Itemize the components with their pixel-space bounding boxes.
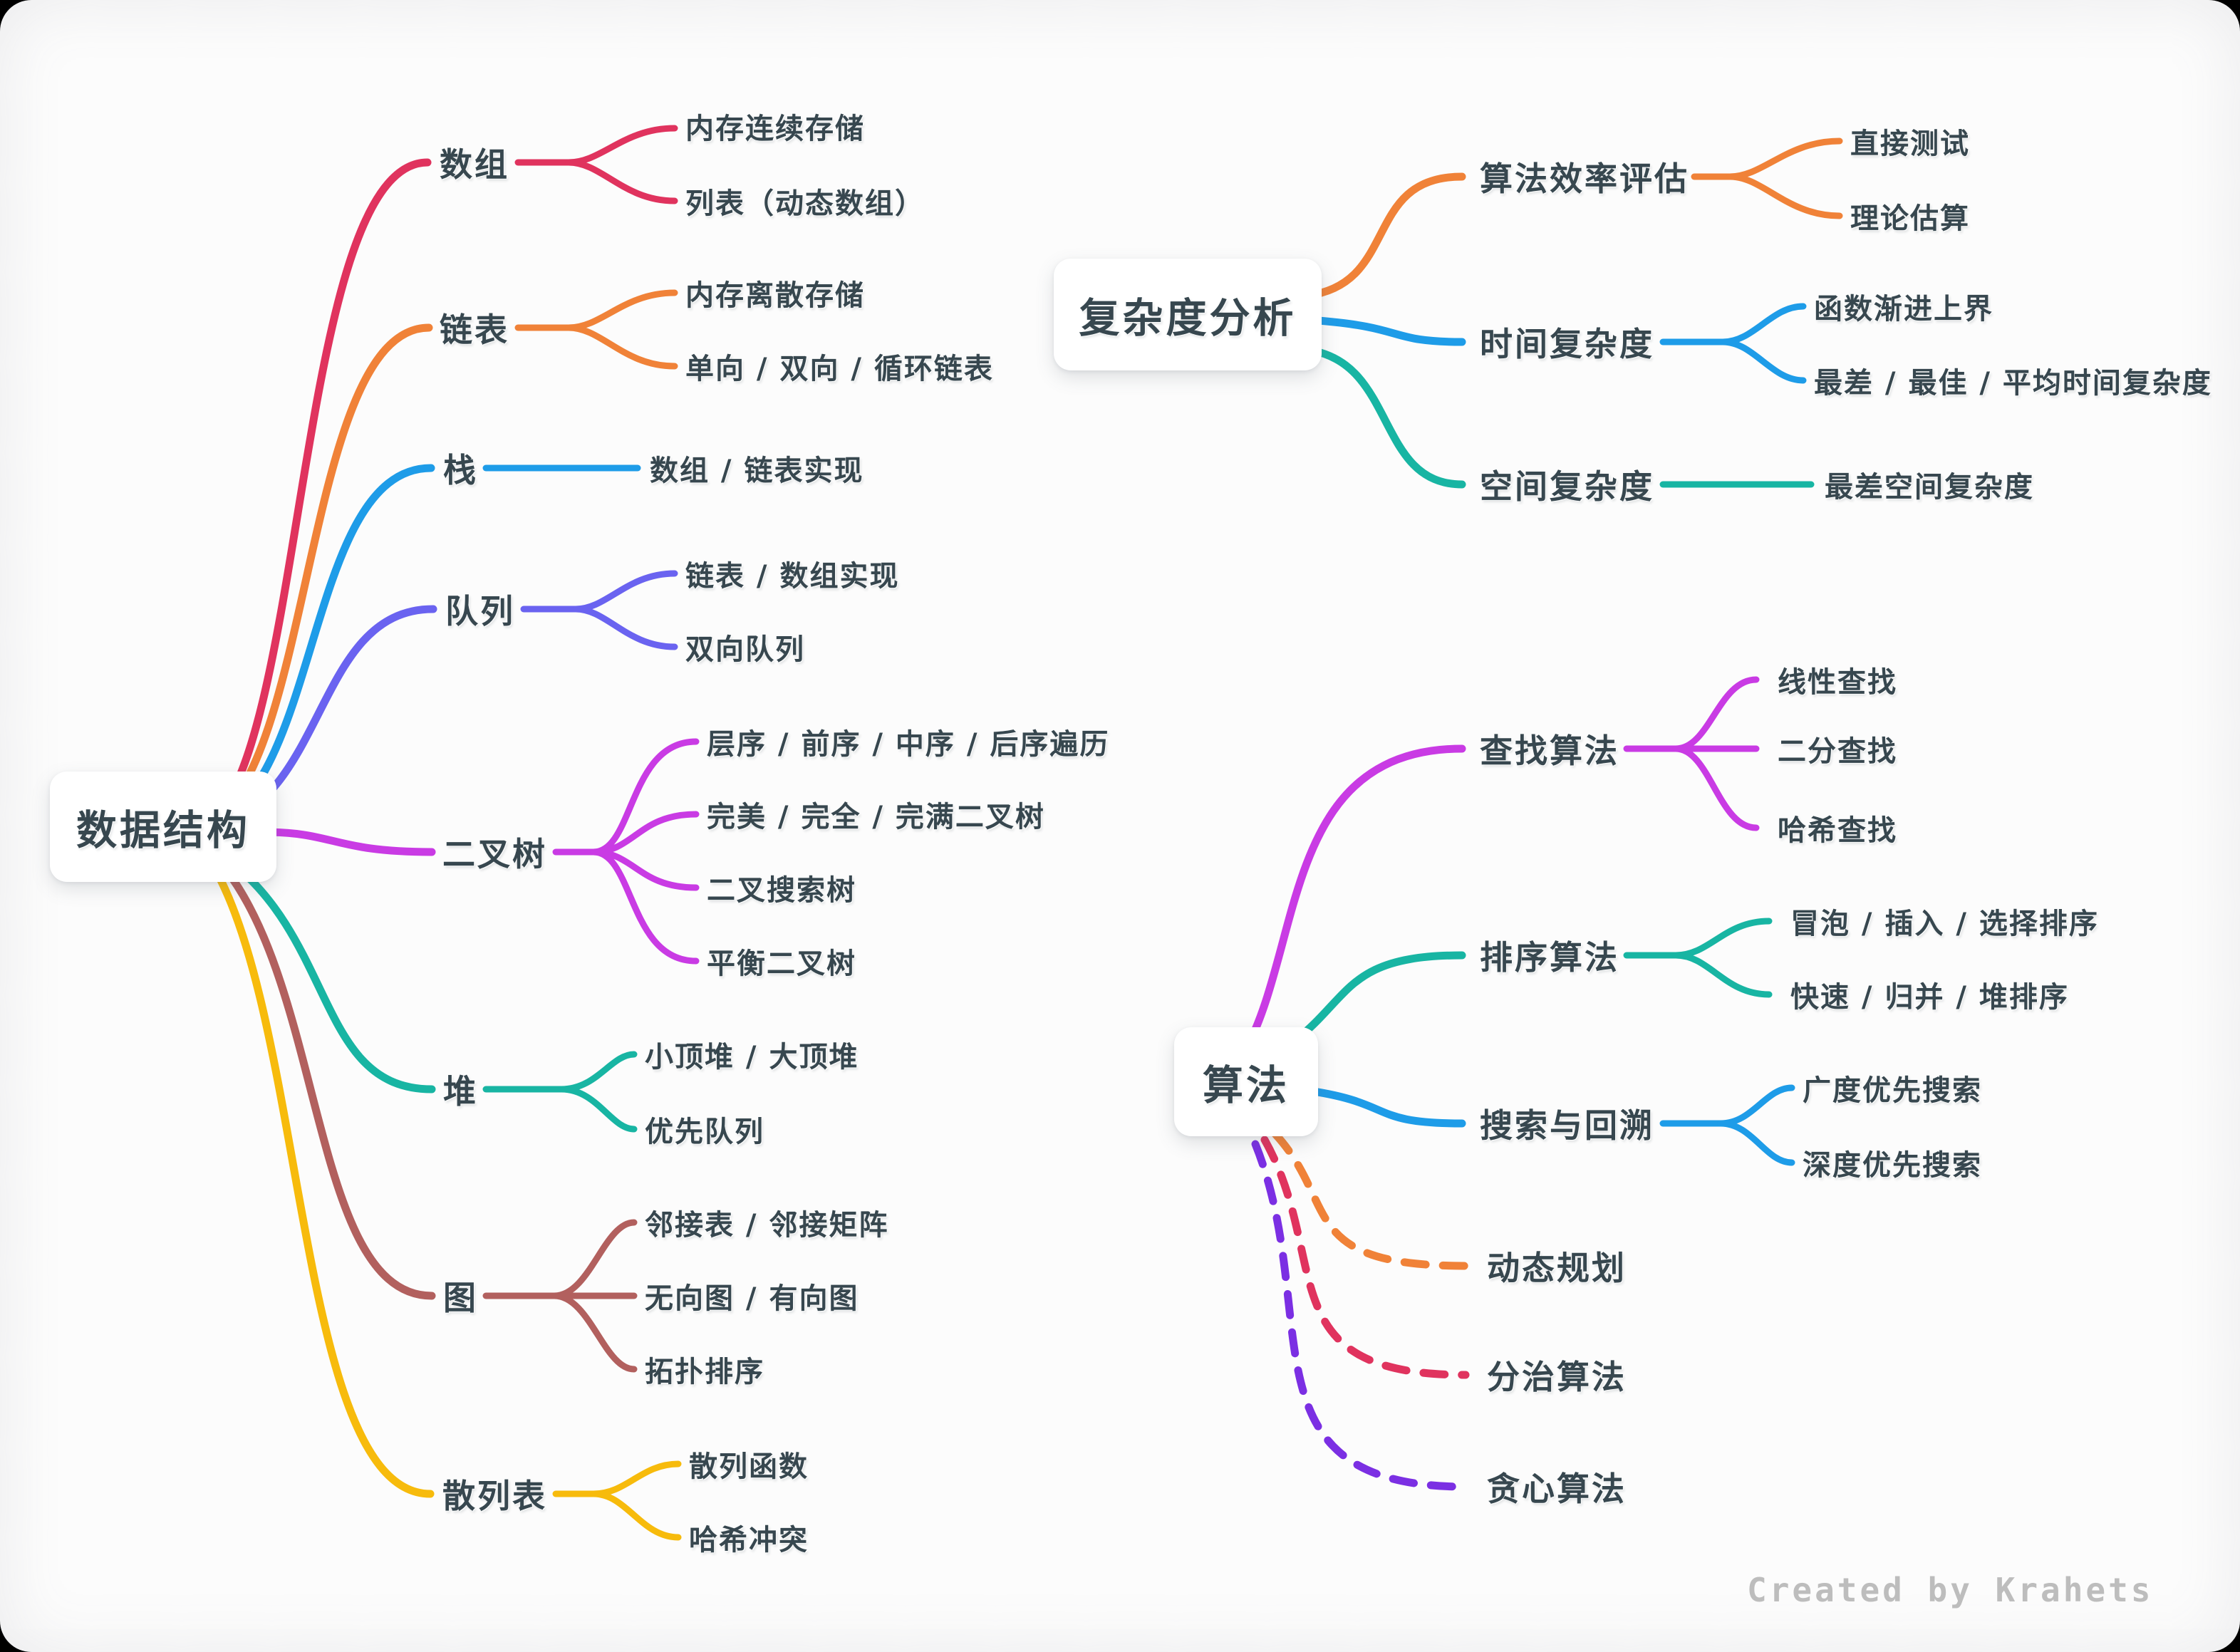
- fork-hash-table-2: [590, 1490, 682, 1541]
- branch-hash-table[interactable]: 散列表: [442, 1477, 547, 1515]
- trunk-searching: [1239, 744, 1466, 1059]
- fork-hash-table-1: [590, 1460, 682, 1497]
- leaf-priority-queue[interactable]: 优先队列: [645, 1116, 764, 1148]
- branch-searching[interactable]: 查找算法: [1480, 732, 1619, 770]
- fork-binary-tree-4: [590, 848, 700, 965]
- trunk-space-complexity: [1307, 346, 1466, 489]
- leaf-hash-search[interactable]: 哈希查找: [1778, 814, 1897, 847]
- fork-graph-3: [551, 1292, 638, 1373]
- leaf-tree-types[interactable]: 完美 / 完全 / 完满二叉树: [707, 801, 1045, 833]
- leaf-asymptotic-bound[interactable]: 函数渐进上界: [1814, 293, 1993, 326]
- root-node-data-structures[interactable]: 数据结构: [50, 772, 276, 882]
- leaf-adjacency[interactable]: 邻接表 / 邻接矩阵: [645, 1209, 889, 1242]
- branch-array[interactable]: 数组: [440, 145, 509, 184]
- branch-efficiency-evaluation[interactable]: 算法效率评估: [1480, 160, 1689, 198]
- trunk-dynamic-programming: [1271, 1130, 1470, 1270]
- fork-searching-1: [1672, 676, 1760, 752]
- leaf-worst-best-average[interactable]: 最差 / 最佳 / 平均时间复杂度: [1814, 367, 2212, 400]
- leaf-bfs[interactable]: 广度优先搜索: [1803, 1074, 1982, 1107]
- root-label-complexity: 复杂度分析: [1079, 294, 1297, 342]
- fork-array-2: [565, 159, 678, 204]
- trunk-hash-table: [213, 869, 435, 1498]
- branch-search-backtracking[interactable]: 搜索与回溯: [1480, 1106, 1654, 1145]
- fork-efficiency-1: [1726, 137, 1843, 180]
- leaf-theoretical-estimate[interactable]: 理论估算: [1850, 202, 1970, 235]
- branch-heap[interactable]: 堆: [443, 1072, 478, 1111]
- leaf-stack-impl[interactable]: 数组 / 链表实现: [650, 454, 864, 487]
- branch-space-complexity[interactable]: 空间复杂度: [1480, 467, 1654, 506]
- branch-greedy[interactable]: 贪心算法: [1487, 1470, 1627, 1508]
- fork-heap-2: [558, 1086, 638, 1133]
- trunk-greedy: [1251, 1140, 1470, 1491]
- branch-divide-conquer[interactable]: 分治算法: [1487, 1358, 1627, 1396]
- fork-graph-1: [551, 1219, 638, 1299]
- trunk-linked-list: [209, 323, 433, 824]
- branch-linked-list[interactable]: 链表: [440, 311, 509, 349]
- leaf-avl[interactable]: 平衡二叉树: [707, 947, 856, 980]
- leaf-array-list[interactable]: 列表（动态数组）: [685, 187, 925, 220]
- leaf-direct-test[interactable]: 直接测试: [1850, 128, 1970, 160]
- trunk-time-complexity: [1314, 316, 1466, 346]
- root-node-algorithms[interactable]: 算法: [1174, 1027, 1318, 1136]
- leaf-queue-impl[interactable]: 链表 / 数组实现: [685, 560, 900, 593]
- fork-time-1: [1719, 303, 1807, 346]
- fork-queue-2: [572, 606, 678, 650]
- leaf-hash-function[interactable]: 散列函数: [689, 1450, 809, 1483]
- trunk-graph: [222, 866, 436, 1300]
- root-label-data-structures: 数据结构: [76, 806, 250, 854]
- leaf-min-max-heap[interactable]: 小顶堆 / 大顶堆: [645, 1041, 859, 1074]
- trunk-efficiency: [1303, 172, 1466, 300]
- leaf-linear-search[interactable]: 线性查找: [1778, 666, 1897, 699]
- branch-sorting[interactable]: 排序算法: [1480, 938, 1619, 977]
- fork-searching-3: [1672, 745, 1760, 831]
- trunk-heap: [231, 861, 436, 1093]
- leaf-binary-search[interactable]: 二分查找: [1778, 735, 1897, 768]
- fork-array-1: [565, 125, 678, 166]
- fork-backtracking-1: [1717, 1084, 1795, 1127]
- branch-dynamic-programming[interactable]: 动态规划: [1487, 1249, 1627, 1287]
- trunk-divide-conquer: [1260, 1136, 1470, 1379]
- leaf-bubble-insert-select[interactable]: 冒泡 / 插入 / 选择排序: [1790, 908, 2099, 940]
- fork-binary-tree-1: [590, 738, 700, 856]
- leaf-topological-sort[interactable]: 拓扑排序: [645, 1356, 764, 1388]
- branch-graph[interactable]: 图: [443, 1279, 478, 1317]
- root-label-algorithms: 算法: [1203, 1061, 1290, 1109]
- trunk-search-backtracking: [1300, 1086, 1466, 1128]
- branch-queue[interactable]: 队列: [445, 592, 515, 630]
- trunk-binary-tree: [259, 828, 436, 856]
- credit-text: Created by Krahets: [1747, 1571, 2154, 1609]
- fork-sorting-1: [1672, 918, 1773, 959]
- leaf-tree-traversal[interactable]: 层序 / 前序 / 中序 / 后序遍历: [707, 728, 1110, 761]
- fork-queue-1: [572, 570, 678, 613]
- leaf-quick-merge-heap[interactable]: 快速 / 归并 / 堆排序: [1790, 981, 2069, 1014]
- branch-time-complexity[interactable]: 时间复杂度: [1480, 325, 1654, 363]
- leaf-hash-collision[interactable]: 哈希冲突: [689, 1524, 809, 1557]
- fork-backtracking-2: [1717, 1120, 1795, 1166]
- leaf-bst[interactable]: 二叉搜索树: [707, 874, 856, 907]
- fork-linked-list-2: [565, 324, 678, 370]
- fork-efficiency-2: [1726, 173, 1843, 219]
- leaf-worst-space[interactable]: 最差空间复杂度: [1825, 471, 2034, 504]
- trunk-array: [209, 158, 432, 824]
- branch-binary-tree[interactable]: 二叉树: [442, 835, 547, 873]
- fork-sorting-2: [1672, 952, 1773, 998]
- leaf-linked-list-dispersed[interactable]: 内存离散存储: [685, 279, 865, 312]
- leaf-deque[interactable]: 双向队列: [685, 633, 805, 666]
- leaf-linked-list-kinds[interactable]: 单向 / 双向 / 循环链表: [685, 353, 994, 385]
- fork-linked-list-1: [565, 289, 678, 331]
- fork-heap-1: [558, 1051, 638, 1093]
- root-node-complexity[interactable]: 复杂度分析: [1054, 259, 1322, 370]
- leaf-directed-undirected[interactable]: 无向图 / 有向图: [645, 1282, 859, 1315]
- leaf-array-contiguous[interactable]: 内存连续存储: [685, 113, 865, 145]
- fork-time-2: [1719, 338, 1807, 384]
- leaf-dfs[interactable]: 深度优先搜索: [1803, 1149, 1982, 1182]
- branch-stack[interactable]: 栈: [443, 451, 478, 489]
